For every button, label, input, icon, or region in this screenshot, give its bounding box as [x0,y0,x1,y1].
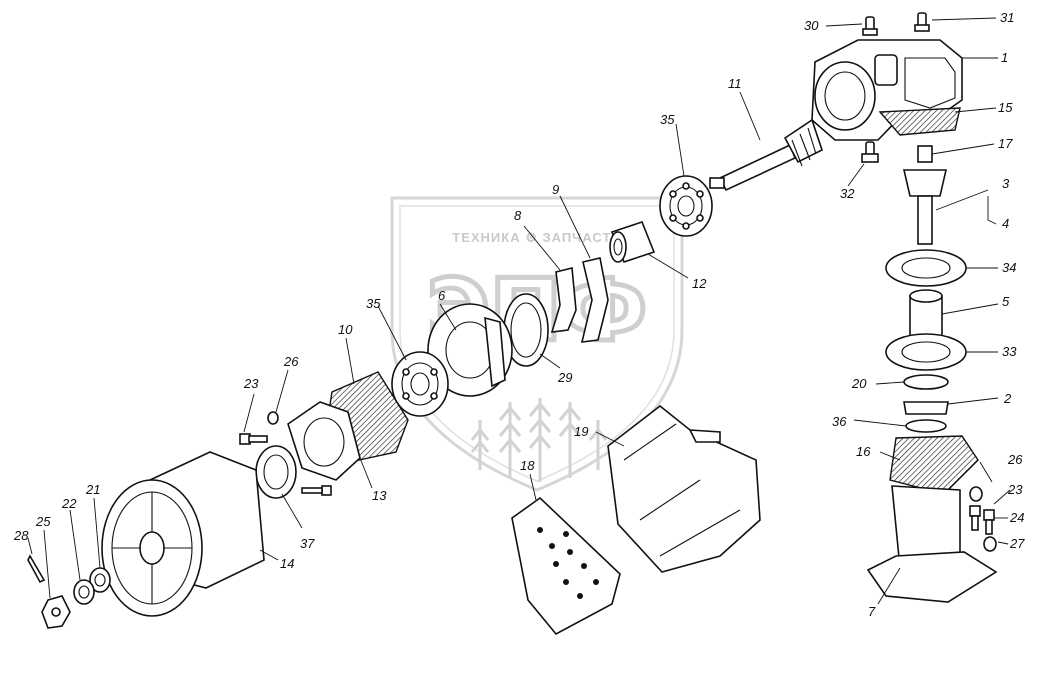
part-shield-19 [607,404,761,573]
callout-29: 29 [557,370,572,385]
callout-12: 12 [692,276,707,291]
callout-23-right: 23 [1007,482,1023,497]
part-bracket-9 [580,257,609,343]
callout-15: 15 [998,100,1013,115]
callout-24: 24 [1009,510,1024,525]
callout-25: 25 [35,514,51,529]
part-washer-26-right [969,486,983,502]
callout-14: 14 [280,556,294,571]
callout-4: 4 [1002,216,1009,231]
callout-20: 20 [851,376,867,391]
part-bolt-near-37 [301,485,332,496]
part-bearing-cap-13 [287,401,361,481]
part-ring-37 [255,445,297,499]
part-cotter-pin-28 [27,554,46,584]
callout-8: 8 [514,208,522,223]
callout-17: 17 [998,136,1013,151]
part-gearbox-housing [811,39,963,141]
part-grease-fitting-32 [861,141,879,163]
callout-19: 19 [574,424,588,439]
watermark-company-text: ТЕХНИКА ⚙ ЗАПЧАСТИ [452,230,621,245]
callout-18: 18 [520,458,535,473]
callout-13: 13 [372,488,387,503]
part-bevel-gear-shaft [709,118,823,192]
callout-35-top: 35 [660,112,675,127]
callout-5: 5 [1002,294,1010,309]
part-washer-26-left [267,411,279,425]
part-ball-bearing-35-lower [391,351,449,417]
callout-10: 10 [338,322,353,337]
callout-33: 33 [1002,344,1017,359]
leader-lines [27,17,1011,605]
part-grease-fitting-31 [914,12,930,32]
callout-16: 16 [856,444,871,459]
part-bolt-23-left [239,433,268,445]
callout-32: 32 [840,186,855,201]
part-bushing-12 [609,221,656,263]
callout-27: 27 [1009,536,1025,551]
callout-31: 31 [1000,10,1014,25]
callout-22: 22 [61,496,77,511]
callout-21: 21 [85,482,100,497]
callout-28: 28 [13,528,29,543]
part-lock-washer-2 [903,401,949,415]
part-spacer-sleeve-5 [909,289,943,337]
part-washer-22 [73,579,95,605]
callout-35-lower: 35 [366,296,381,311]
part-gasket-16 [889,435,979,495]
callout-2: 2 [1003,391,1012,406]
part-bracket-8 [550,266,577,333]
part-ball-bearing-35-top [659,175,713,237]
part-ball-bearing-34 [885,249,967,287]
callout-6: 6 [438,288,446,303]
callout-1: 1 [1001,50,1008,65]
part-perforated-cover-18 [511,496,621,636]
callout-labels: 1 2 3 4 5 6 7 8 9 10 11 12 13 14 15 16 1… [13,10,1025,619]
callout-34: 34 [1002,260,1016,275]
watermark-wheat-icon [470,398,608,482]
part-ball-bearing-33 [885,333,967,371]
callout-30: 30 [804,18,819,33]
callout-11: 11 [728,76,742,91]
callout-7: 7 [868,604,876,619]
part-lower-housing-7 [866,485,998,603]
part-washer-20 [903,374,949,390]
callout-3: 3 [1002,176,1010,191]
callout-26-right: 26 [1007,452,1023,467]
callout-36: 36 [832,414,847,429]
part-grease-fitting-30 [862,16,878,36]
part-flange-6 [427,303,513,397]
callout-37: 37 [300,536,315,551]
callout-26-left: 26 [283,354,299,369]
part-vertical-gear-shaft [902,145,948,245]
part-washer-36 [905,419,947,433]
callout-23-left: 23 [243,376,259,391]
callout-9: 9 [552,182,559,197]
part-gasket-15 [878,107,961,136]
part-bolt-23-right [969,505,981,531]
part-washer-27 [983,536,997,552]
part-bolt-24 [983,509,995,535]
part-pulley-14 [101,451,265,617]
part-castle-nut-25 [41,595,71,629]
